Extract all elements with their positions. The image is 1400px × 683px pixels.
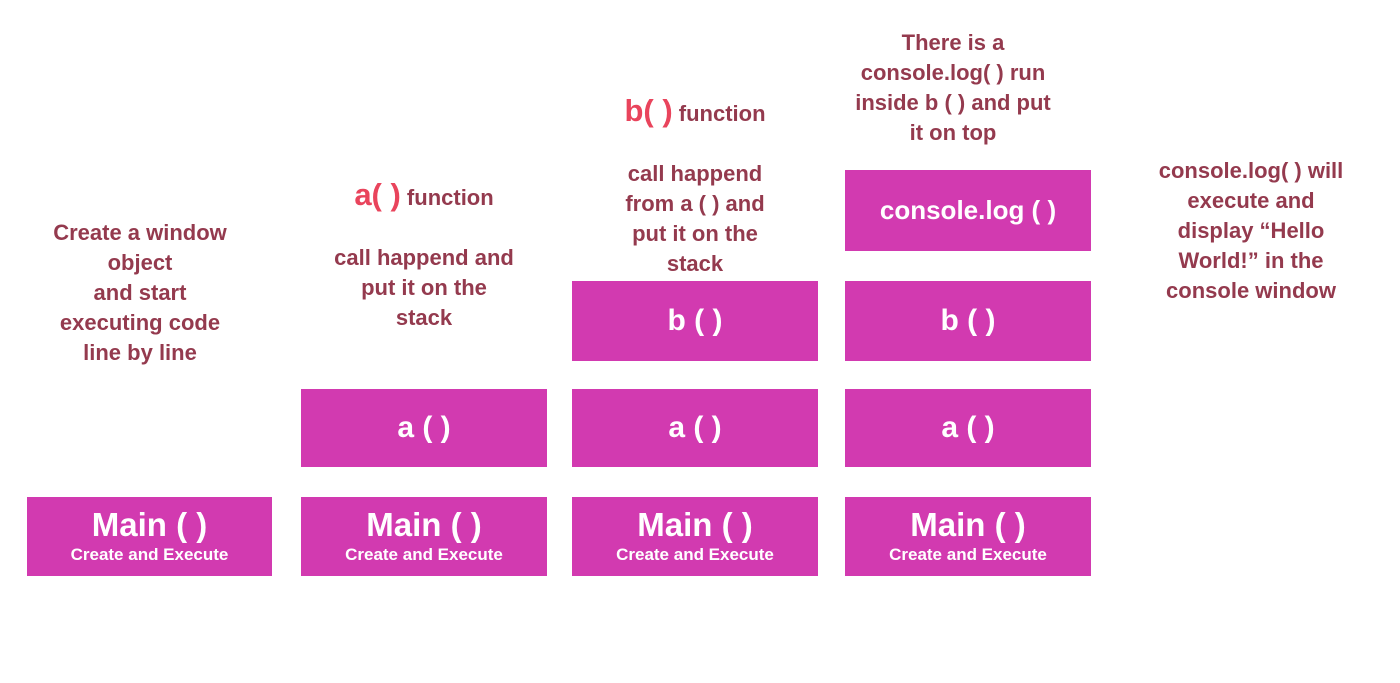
frame-label: a ( ) — [668, 411, 722, 445]
frame-sublabel: Create and Execute — [70, 544, 229, 564]
function-name-a-highlight: a( ) — [354, 177, 401, 212]
frame-label: b ( ) — [667, 304, 723, 338]
stack4-frame-console-log: console.log ( ) — [845, 170, 1091, 251]
annotation-step1: Create a window object and start executi… — [53, 220, 227, 365]
frame-label: console.log ( ) — [879, 194, 1057, 225]
annotation-step2-lead: a( ) function — [300, 178, 548, 213]
function-name-b-highlight: b( ) — [624, 93, 673, 128]
stack2-frame-a: a ( ) — [301, 389, 547, 467]
frame-label: Main ( ) — [366, 506, 482, 544]
annotation-step2-body: call happend and put it on the stack — [334, 245, 514, 330]
annotation-step3: b( ) function call happend from a ( ) an… — [575, 64, 815, 309]
annotation-step2: a( ) function call happend and put it on… — [300, 148, 548, 363]
annotation-step2-lead-rest: function — [400, 185, 494, 210]
stack4-frame-main: Main ( ) Create and Execute — [845, 497, 1091, 576]
stack4-frame-a: a ( ) — [845, 389, 1091, 467]
stack3-frame-a: a ( ) — [572, 389, 818, 467]
frame-sublabel: Create and Execute — [616, 544, 774, 564]
stack2-frame-main: Main ( ) Create and Execute — [301, 497, 547, 576]
annotation-step3-body: call happend from a ( ) and put it on th… — [625, 161, 765, 276]
frame-sublabel: Create and Execute — [345, 544, 503, 564]
frame-sublabel: Create and Execute — [889, 544, 1047, 564]
frame-label: Main ( ) — [91, 506, 208, 544]
frame-label: b ( ) — [940, 304, 996, 338]
stack3-frame-b: b ( ) — [572, 281, 818, 361]
annotation-step3-lead: b( ) function — [575, 94, 815, 129]
annotation-step4: There is a console.log( ) run inside b (… — [855, 30, 1051, 145]
frame-label: a ( ) — [941, 411, 995, 445]
frame-label: Main ( ) — [910, 506, 1026, 544]
annotation-step3-lead-rest: function — [672, 101, 766, 126]
stack4-frame-b: b ( ) — [845, 281, 1091, 361]
annotation-step5: console.log( ) will execute and display … — [1158, 158, 1344, 303]
stack1-frame-main: Main ( ) Create and Execute — [27, 497, 272, 576]
stack3-frame-main: Main ( ) Create and Execute — [572, 497, 818, 576]
frame-label: a ( ) — [397, 411, 451, 445]
frame-label: Main ( ) — [637, 506, 753, 544]
